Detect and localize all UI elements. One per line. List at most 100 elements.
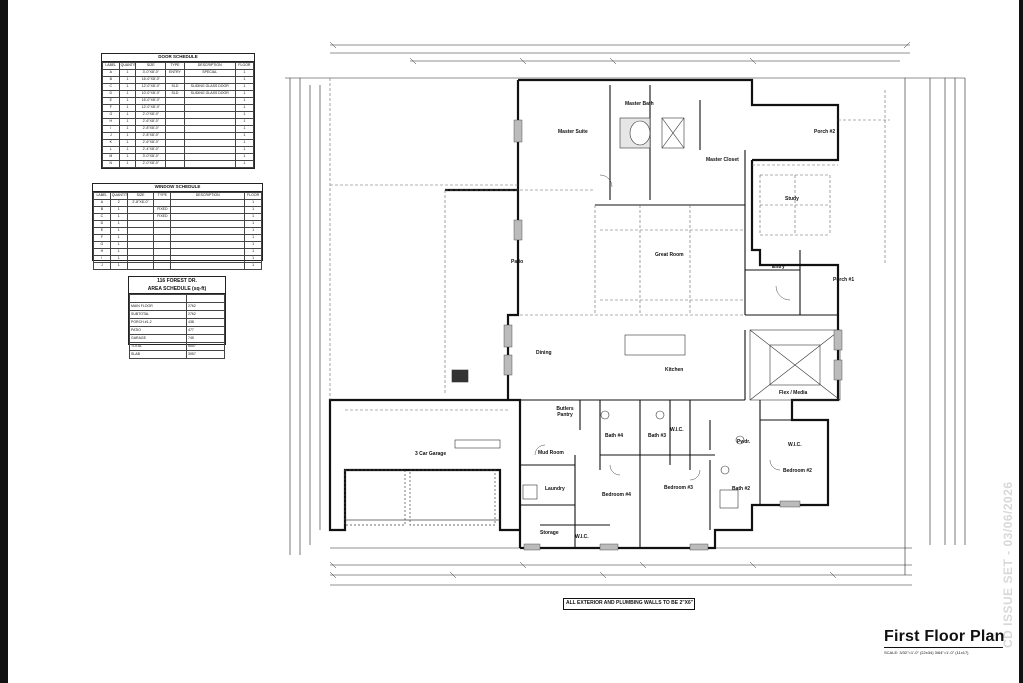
fixtures xyxy=(451,117,745,509)
window-schedule-cell xyxy=(153,240,172,249)
door-schedule-cell: 10'-0"X8'-0" xyxy=(135,89,167,98)
door-schedule-cell: 16'-0"X8'-0" xyxy=(135,96,167,105)
window-schedule-cell: 1 xyxy=(109,233,128,242)
door-schedule-cell: 1 xyxy=(118,110,137,119)
window-schedule-cell xyxy=(126,219,155,228)
area-schedule-title-2: AREA SCHEDULE (sq-ft) xyxy=(129,285,225,294)
window-schedule-cell xyxy=(170,219,246,228)
door-schedule-cell: E xyxy=(102,96,120,105)
window-schedule-cell xyxy=(153,233,172,242)
room-label-flex-media: Flex / Media xyxy=(779,390,808,396)
window-schedule-cell xyxy=(126,226,155,235)
door-schedule-cell: I xyxy=(102,124,120,133)
door-schedule-cell: 2'-0"X8'-0" xyxy=(135,159,167,168)
door-schedule-cell: C xyxy=(102,82,120,91)
door-schedule-cell: 1 xyxy=(118,138,137,147)
window-schedule-cell: 1 xyxy=(244,247,262,256)
window-schedule-cell xyxy=(170,240,246,249)
walls-note-box xyxy=(563,598,695,610)
door-schedule-cell: 1 xyxy=(118,68,137,77)
door-schedule-cell: 1 xyxy=(234,103,255,112)
door-schedule-cell: H xyxy=(102,117,120,126)
garage-fixture xyxy=(451,369,469,383)
door-schedule-cell: 1 xyxy=(234,110,255,119)
door-schedule-cell: L xyxy=(102,145,120,154)
door-schedule-cell: 1 xyxy=(234,131,255,140)
area-schedule: 116 FOREST DR. AREA SCHEDULE (sq-ft) MAI… xyxy=(128,276,226,359)
area-schedule-cell: GARAGE xyxy=(129,334,187,343)
door-schedule-cell: 1 xyxy=(118,75,137,84)
door-schedule-cell xyxy=(183,75,236,84)
door-schedule-cell: 2'-0"X8'-0" xyxy=(135,110,167,119)
window-schedule-cell xyxy=(170,226,246,235)
window-schedule-cell: 1 xyxy=(244,198,262,207)
door-schedule-cell: M xyxy=(102,152,120,161)
window-header-cell: FLOOR xyxy=(244,191,262,200)
room-label-wic-right: W.I.C. xyxy=(788,442,802,448)
window-schedule-cell xyxy=(170,247,246,256)
window-schedule-cell: J xyxy=(93,261,111,270)
door-schedule-cell xyxy=(183,117,236,126)
window-schedule-cell: 1 xyxy=(109,247,128,256)
door-schedule-cell: 1 xyxy=(234,138,255,147)
area-schedule-cell xyxy=(129,294,187,303)
door-schedule-cell: N xyxy=(102,159,120,168)
area-schedule-cell: SLAB xyxy=(129,350,187,359)
room-label-study: Study xyxy=(785,196,799,202)
door-schedule-cell: 16'-0"X8'-0" xyxy=(135,75,167,84)
door-schedule-cell: 1 xyxy=(118,96,137,105)
room-label-master-closet: Master Closet xyxy=(706,157,739,163)
window-schedule-cell: D xyxy=(93,219,111,228)
window-schedule-cell: 1 xyxy=(244,240,262,249)
dimension-lines xyxy=(285,44,966,586)
door-schedule-cell: 1 xyxy=(234,145,255,154)
door-schedule-cell: 1 xyxy=(118,145,137,154)
door-schedule-cell: 3'-0"X8'-0" xyxy=(135,152,167,161)
exterior-walls xyxy=(328,78,840,550)
window-schedule-cell: FIXED xyxy=(153,212,172,221)
window-schedule-table: LABEL QUANTITY SIZE TYPE DESCRIPTION FLO… xyxy=(93,191,262,270)
window-schedule-cell: 1 xyxy=(109,205,128,214)
door-schedule-cell xyxy=(165,145,185,154)
room-label-master-suite: Master Suite xyxy=(558,129,588,135)
window-schedule-cell: 1 xyxy=(244,219,262,228)
room-label-wic-bottom: W.I.C. xyxy=(575,534,589,540)
window-schedule-cell: FIXED xyxy=(153,205,172,214)
door-schedule-cell xyxy=(183,159,236,168)
window-schedule-cell xyxy=(170,212,246,221)
door-schedule-cell: 2'-4"X8'-0" xyxy=(135,145,167,154)
door-schedule-cell: 12'-0"X8'-0" xyxy=(135,103,167,112)
door-schedule-cell: SLIDING GLASS DOOR xyxy=(183,89,236,98)
room-label-great-room: Great Room xyxy=(655,252,684,258)
door-schedule-cell: J xyxy=(102,131,120,140)
door-header-cell: TYPE xyxy=(165,61,185,70)
door-schedule: DOOR SCHEDULE LABEL QUANTITY SIZE TYPE D… xyxy=(101,53,255,169)
window-schedule-cell: E xyxy=(93,226,111,235)
door-schedule-cell: 1 xyxy=(118,152,137,161)
door-schedule-cell: SLD xyxy=(165,89,185,98)
door-schedule-cell xyxy=(165,159,185,168)
door-header-cell: LABEL xyxy=(102,61,120,70)
door-schedule-cell: 1 xyxy=(234,159,255,168)
room-label-butlers-pantry: Butlers Pantry xyxy=(556,406,574,418)
door-schedule-cell xyxy=(183,124,236,133)
room-label-wic-center: W.I.C. xyxy=(670,427,684,433)
door-schedule-cell: 1 xyxy=(234,117,255,126)
room-label-mud-room: Mud Room xyxy=(538,450,564,456)
area-schedule-cell xyxy=(186,294,225,303)
window-schedule-cell: C xyxy=(93,212,111,221)
